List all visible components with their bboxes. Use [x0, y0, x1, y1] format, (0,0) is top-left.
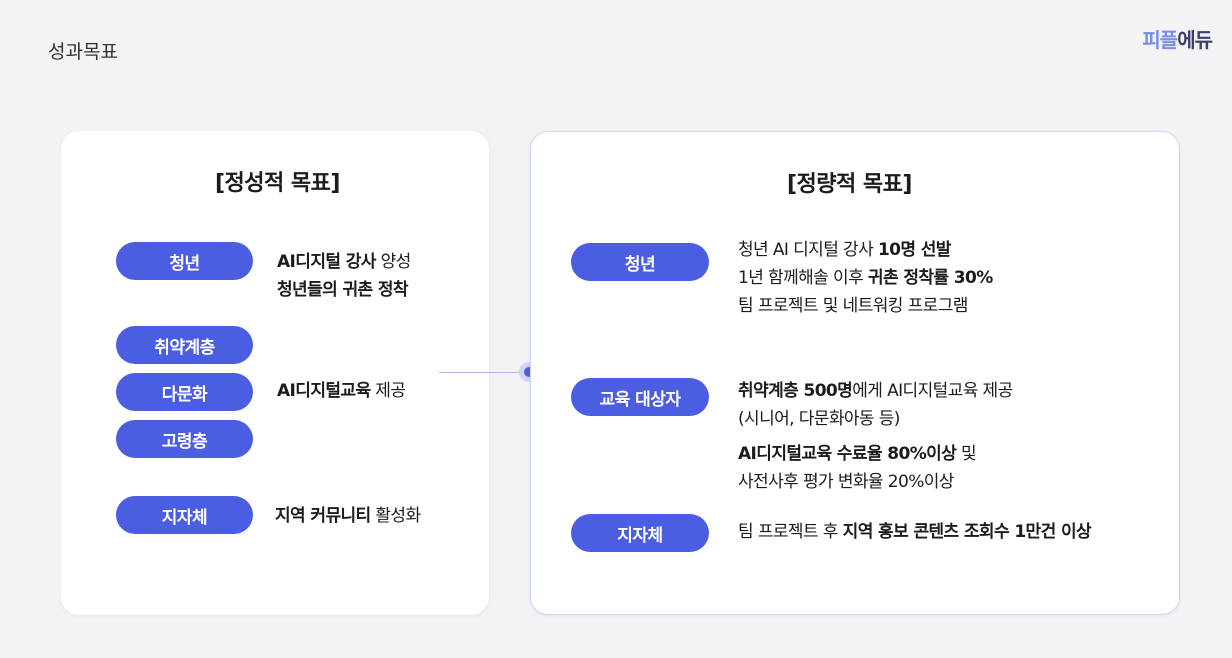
- local-line1-bold: 지역 홍보 콘텐츠 조회수 1만건 이상: [842, 522, 1092, 542]
- desc-vulnerable-text: 제공: [370, 381, 406, 401]
- pill-local-government: 지자체: [116, 496, 253, 534]
- learners-line2-text: (시니어, 다문화아동 등): [738, 409, 900, 429]
- pill-elderly: 고령층: [116, 420, 253, 458]
- youth-line1-text: 청년 AI 디지털 강사: [738, 240, 878, 260]
- desc-local: 지역 커뮤니티 활성화: [275, 502, 421, 530]
- desc-local-quant: 팀 프로젝트 후 지역 홍보 콘텐츠 조회수 1만건 이상: [738, 518, 1092, 546]
- pill-local-government-quant: 지자체: [571, 514, 709, 552]
- youth-line2-bold: 귀촌 정착률 30%: [867, 268, 993, 288]
- learners-line4-text: 사전사후 평가 변화율 20%이상: [738, 472, 954, 492]
- desc-youth: AI디지털 강사 양성 청년들의 귀촌 정착: [277, 248, 411, 304]
- pill-multicultural: 다문화: [116, 373, 253, 411]
- page-title: 성과목표: [48, 41, 118, 63]
- qualitative-goals-card: [정성적 목표] 청년 AI디지털 강사 양성 청년들의 귀촌 정착 취약계층 …: [61, 131, 489, 615]
- youth-line2-text: 1년 함께해솔 이후: [738, 268, 868, 288]
- desc-vulnerable: AI디지털교육 제공: [277, 377, 406, 405]
- qualitative-title: [정성적 목표]: [215, 171, 340, 196]
- brand-logo: 피플에듀: [1142, 24, 1213, 53]
- desc-youth-bold-2: 청년들의 귀촌 정착: [277, 280, 409, 300]
- connector-line: [439, 372, 529, 373]
- quantitative-title: [정량적 목표]: [787, 172, 912, 197]
- quantitative-goals-card: [정량적 목표] 청년 청년 AI 디지털 강사 10명 선발 1년 함께해솔 …: [530, 131, 1180, 615]
- learners-line1-text: 에게 AI디지털교육 제공: [852, 381, 1013, 401]
- desc-local-text: 활성화: [370, 506, 421, 526]
- pill-vulnerable: 취약계층: [116, 326, 253, 364]
- learners-line3-bold: AI디지털교육 수료율 80%이상: [738, 444, 957, 464]
- desc-youth-text-1: 양성: [375, 252, 412, 272]
- logo-part-1: 피플: [1142, 28, 1178, 52]
- local-line1-text: 팀 프로젝트 후: [738, 522, 843, 542]
- learners-line3-text: 및: [956, 444, 977, 464]
- desc-vulnerable-bold: AI디지털교육: [277, 381, 371, 401]
- desc-learners-2: AI디지털교육 수료율 80%이상 및 사전사후 평가 변화율 20%이상: [738, 440, 977, 496]
- youth-line3-text: 팀 프로젝트 및 네트워킹 프로그램: [738, 296, 968, 316]
- connector-node-dot: [524, 367, 534, 377]
- desc-local-bold: 지역 커뮤니티: [275, 506, 371, 526]
- pill-youth: 청년: [116, 242, 253, 280]
- pill-youth-quant: 청년: [571, 243, 709, 281]
- pill-learners: 교육 대상자: [571, 378, 709, 416]
- desc-youth-quant: 청년 AI 디지털 강사 10명 선발 1년 함께해솔 이후 귀촌 정착률 30…: [738, 236, 993, 320]
- logo-part-2: 에듀: [1177, 28, 1213, 52]
- desc-learners: 취약계층 500명에게 AI디지털교육 제공 (시니어, 다문화아동 등): [738, 377, 1013, 433]
- youth-line1-bold: 10명 선발: [877, 240, 952, 260]
- desc-youth-bold-1: AI디지털 강사: [277, 252, 376, 272]
- learners-line1-bold: 취약계층 500명: [738, 381, 853, 401]
